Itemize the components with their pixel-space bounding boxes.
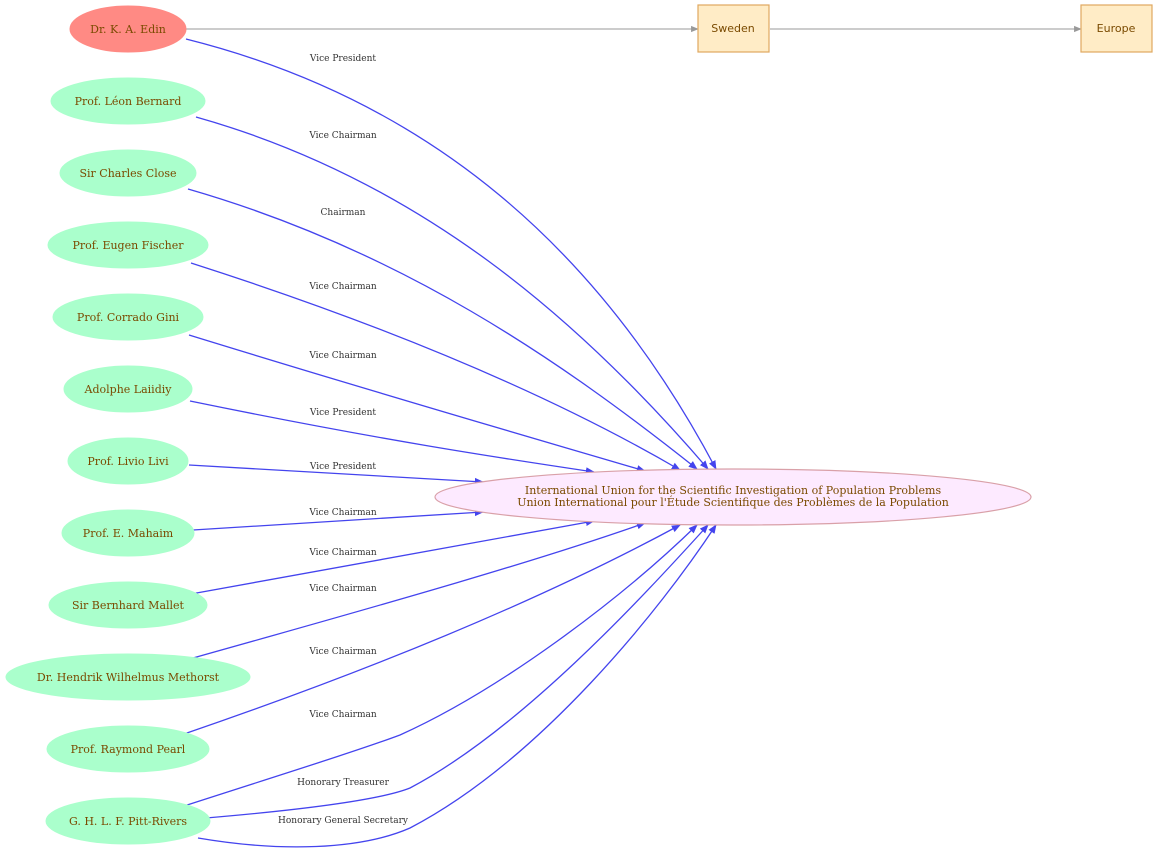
node-laiidiy[interactable]: Adolphe Laiidiy bbox=[63, 365, 193, 413]
edge-label: Honorary General Secretary bbox=[278, 816, 409, 826]
edge-label: Vice President bbox=[309, 54, 377, 64]
node-label: Prof. Raymond Pearl bbox=[71, 743, 186, 756]
node-livi[interactable]: Prof. Livio Livi bbox=[67, 437, 189, 485]
edge-pittrivers-org-1 bbox=[183, 524, 698, 807]
edge-bernard-org bbox=[195, 116, 709, 470]
node-organization[interactable]: International Union for the Scientific I… bbox=[434, 468, 1032, 526]
edges-layer bbox=[183, 25, 1082, 848]
node-europe[interactable]: Europe bbox=[1080, 4, 1153, 53]
node-label: Sir Bernhard Mallet bbox=[72, 599, 185, 612]
node-close[interactable]: Sir Charles Close bbox=[59, 149, 197, 197]
node-pittrivers[interactable]: G. H. L. F. Pitt-Rivers bbox=[45, 797, 211, 845]
edge-mallet-org bbox=[190, 518, 595, 595]
edge-label: Vice Chairman bbox=[308, 548, 377, 558]
edge-label: Vice Chairman bbox=[308, 131, 377, 141]
node-mallet[interactable]: Sir Bernhard Mallet bbox=[48, 581, 208, 629]
edge-pittrivers-org-2 bbox=[205, 524, 709, 819]
nodes-layer: Dr. K. A. Edin Prof. Léon Bernard Sir Ch… bbox=[5, 4, 1153, 845]
node-edin[interactable]: Dr. K. A. Edin bbox=[69, 5, 187, 53]
node-label: Prof. Livio Livi bbox=[87, 455, 169, 468]
node-fischer[interactable]: Prof. Eugen Fischer bbox=[47, 221, 209, 269]
node-label: Dr. Hendrik Wilhelmus Methorst bbox=[37, 671, 220, 684]
node-mahaim[interactable]: Prof. E. Mahaim bbox=[61, 509, 195, 557]
node-sweden[interactable]: Sweden bbox=[697, 4, 770, 53]
node-label: G. H. L. F. Pitt-Rivers bbox=[69, 815, 187, 828]
org-name-english: International Union for the Scientific I… bbox=[525, 484, 942, 497]
edge-label: Chairman bbox=[321, 208, 366, 218]
node-label: Prof. Léon Bernard bbox=[75, 95, 182, 108]
node-label: Prof. E. Mahaim bbox=[83, 527, 174, 540]
node-label: Dr. K. A. Edin bbox=[90, 23, 166, 36]
edge-label: Vice Chairman bbox=[308, 508, 377, 518]
edge-label: Honorary Treasurer bbox=[297, 778, 389, 788]
edge-mahaim-org bbox=[192, 508, 484, 531]
edge-label: Vice Chairman bbox=[308, 351, 377, 361]
edge-livi-org bbox=[188, 464, 484, 486]
edge-label: Vice Chairman bbox=[308, 584, 377, 594]
edge-fischer-org bbox=[190, 262, 681, 471]
node-label: Prof. Corrado Gini bbox=[77, 311, 180, 324]
org-name-french: Union International pour l'Étude Scienti… bbox=[517, 495, 949, 509]
node-methorst[interactable]: Dr. Hendrik Wilhelmus Methorst bbox=[5, 653, 251, 701]
node-label: Adolphe Laiidiy bbox=[84, 383, 173, 396]
edge-label: Vice Chairman bbox=[308, 710, 377, 720]
edge-pittrivers-org-3 bbox=[197, 524, 717, 848]
edge-methorst-org bbox=[192, 522, 646, 659]
edge-label: Vice President bbox=[309, 408, 377, 418]
edge-gini-org bbox=[188, 334, 646, 473]
edge-label: Vice Chairman bbox=[308, 282, 377, 292]
edge-close-org bbox=[187, 188, 698, 470]
edge-label: Vice President bbox=[309, 462, 377, 472]
node-gini[interactable]: Prof. Corrado Gini bbox=[52, 293, 204, 341]
edge-labels-layer: Vice President Vice Chairman Chairman Vi… bbox=[278, 54, 409, 826]
node-bernard[interactable]: Prof. Léon Bernard bbox=[50, 77, 206, 125]
node-label: Prof. Eugen Fischer bbox=[72, 239, 184, 252]
node-label: Sir Charles Close bbox=[79, 167, 176, 180]
node-pearl[interactable]: Prof. Raymond Pearl bbox=[46, 725, 210, 773]
edge-pearl-org bbox=[183, 524, 681, 735]
edge-laiidiy-org bbox=[189, 400, 595, 475]
edge-label: Vice Chairman bbox=[308, 647, 377, 657]
edge-edin-org bbox=[185, 38, 717, 470]
node-label: Sweden bbox=[711, 22, 754, 35]
node-label: Europe bbox=[1097, 22, 1136, 35]
